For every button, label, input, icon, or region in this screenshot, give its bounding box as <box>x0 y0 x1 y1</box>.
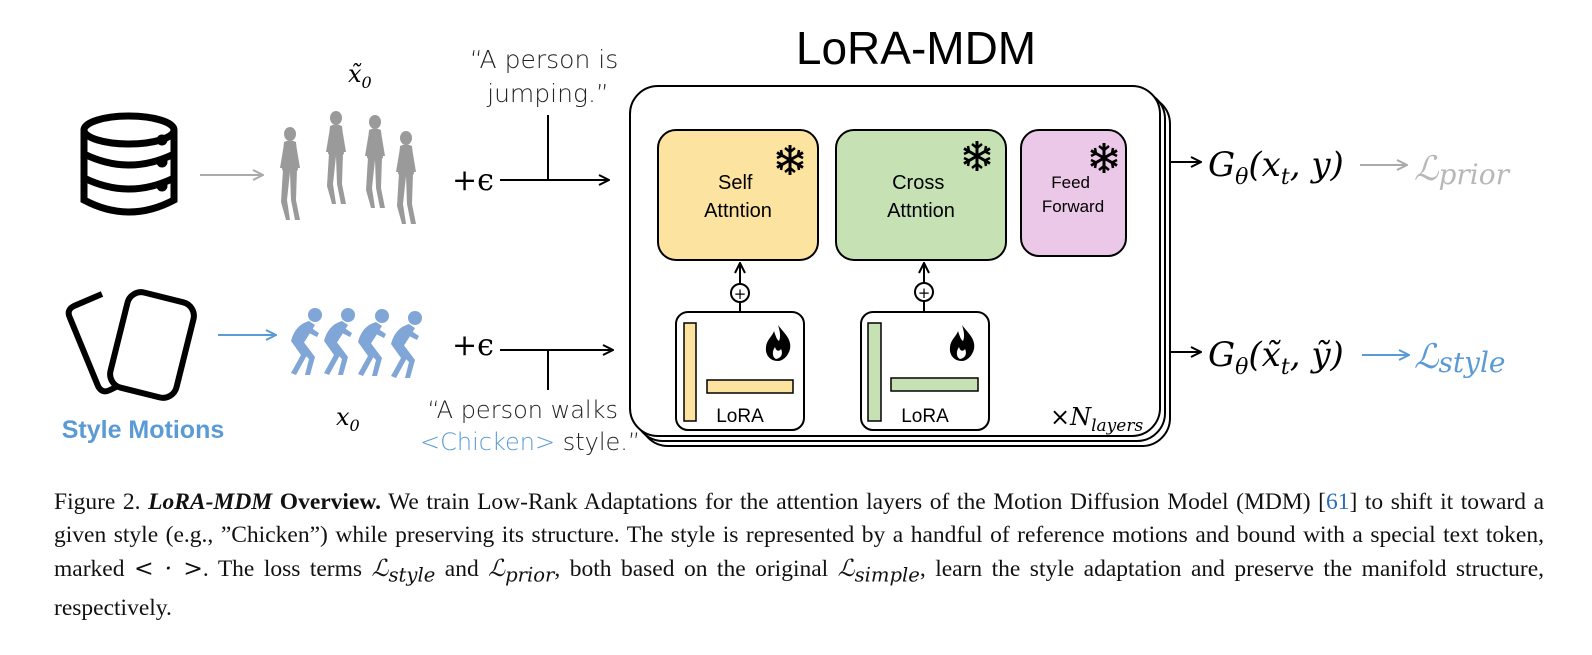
loss-simple-symbol: ℒsimple <box>837 554 920 587</box>
token-symbol: < · > <box>133 554 203 582</box>
human-figure-icon <box>280 111 416 224</box>
caption-text-2: ] to shift it toward a given style (e.g.… <box>54 489 1545 582</box>
loss-style: ℒstyle <box>1414 337 1505 379</box>
chicken-token: <Chicken> <box>420 428 555 456</box>
prompt-bottom: “A person walks <box>427 396 618 424</box>
svg-text:Self Attntion: Self Attntion <box>704 172 772 222</box>
prompt-top: “A person is jumping.” <box>470 45 626 108</box>
feed-forward-block: Feed Forward <box>1020 129 1127 257</box>
prompt-bottom-line2: <Chicken> style.” <box>420 428 640 456</box>
caption-text-6: , learn the style adaptation and preserv… <box>54 556 1544 621</box>
self-attention-block: Self Attntion <box>657 129 819 261</box>
style-motions-label: Style Motions <box>62 416 225 444</box>
loss-prior: ℒprior <box>1414 149 1511 191</box>
svg-text:Cross Attntion: Cross Attntion <box>887 172 955 222</box>
database-icon <box>80 112 178 216</box>
loss-prior-symbol: ℒprior <box>488 554 555 587</box>
lora-mdm-diagram: LoRA-MDM x̃0 +ϵ “A person is jumping.” S… <box>62 22 1511 456</box>
layers-label: ×Nlayers <box>1050 403 1143 436</box>
citation-link[interactable]: 61 <box>1325 489 1350 515</box>
cross-attention-block: Cross Attntion <box>835 129 1007 261</box>
x-0-label: x0 <box>336 403 360 435</box>
svg-text:Feed Forward: Feed Forward <box>1042 173 1104 216</box>
caption-text-5: , both based on the original <box>554 556 838 582</box>
loss-style-symbol: ℒstyle <box>371 554 436 587</box>
plus-self: + <box>734 285 747 303</box>
caption-text-4: and <box>435 556 489 582</box>
figure-label: Figure 2. <box>54 489 141 515</box>
svg-text:LoRA: LoRA <box>716 406 764 427</box>
noise-bottom: +ϵ <box>452 328 494 363</box>
svg-text:LoRA: LoRA <box>901 406 949 427</box>
caption-title-rest: Overview. <box>279 489 381 515</box>
x-tilde-0-label: x̃0 <box>348 60 372 92</box>
output-prior-expr: Gθ(xt, y) <box>1208 145 1344 190</box>
lora-block-self: LoRA <box>675 311 805 431</box>
lora-block-cross: LoRA <box>860 311 990 431</box>
caption-title-italic: LoRA-MDM <box>148 489 273 515</box>
lora-connector-self <box>730 264 750 312</box>
output-style-expr: Gθ(x̃t, ỹ) <box>1208 335 1344 380</box>
caption-text-3: . The loss terms <box>202 556 372 582</box>
lora-connector-cross <box>914 264 934 312</box>
diagram-title: LoRA-MDM <box>796 22 1036 74</box>
figure-caption: Figure 2. LoRA-MDM Overview. We train Lo… <box>54 486 1544 625</box>
noise-top: +ϵ <box>452 163 494 198</box>
motion-cards-icon <box>65 289 197 401</box>
caption-text-1: We train Low-Rank Adaptations for the at… <box>388 489 1326 515</box>
plus-cross: + <box>918 284 931 302</box>
human-figure-icon <box>291 308 422 378</box>
